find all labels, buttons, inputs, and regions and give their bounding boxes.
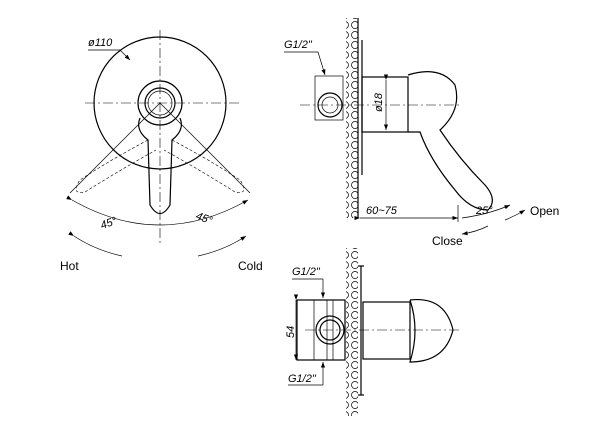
valve-body [361,76,409,133]
close-label: Close [432,234,463,248]
diameter-label: ø110 [88,37,113,49]
right-angle-label: 45° [194,210,214,227]
side-thread-label: G1/2" [284,39,313,51]
cold-label: Cold [238,259,263,273]
left-angle-label: 45° [99,215,119,232]
body-diameter-label: ø18 [373,92,385,112]
side-lever [407,71,493,211]
side-view: G1/2" ø18 60~75 25° Open Close [284,18,559,248]
top-valve-body [362,301,411,360]
depth-label: 60~75 [366,205,398,217]
height-label: 54 [285,326,297,338]
top-thread-label: G1/2" [292,266,321,278]
wall-bottom [346,248,358,416]
lever [138,117,182,215]
front-view: ø110 45° 45° Hot Cold [60,30,263,273]
wall [346,18,358,218]
hot-label: Hot [60,259,79,273]
bottom-thread-label: G1/2" [288,373,317,385]
lever-angle-label: 25° [475,205,493,217]
knob [409,298,454,363]
open-label: Open [530,204,559,218]
top-view: 54 G1/2" G1/2" [285,248,460,416]
